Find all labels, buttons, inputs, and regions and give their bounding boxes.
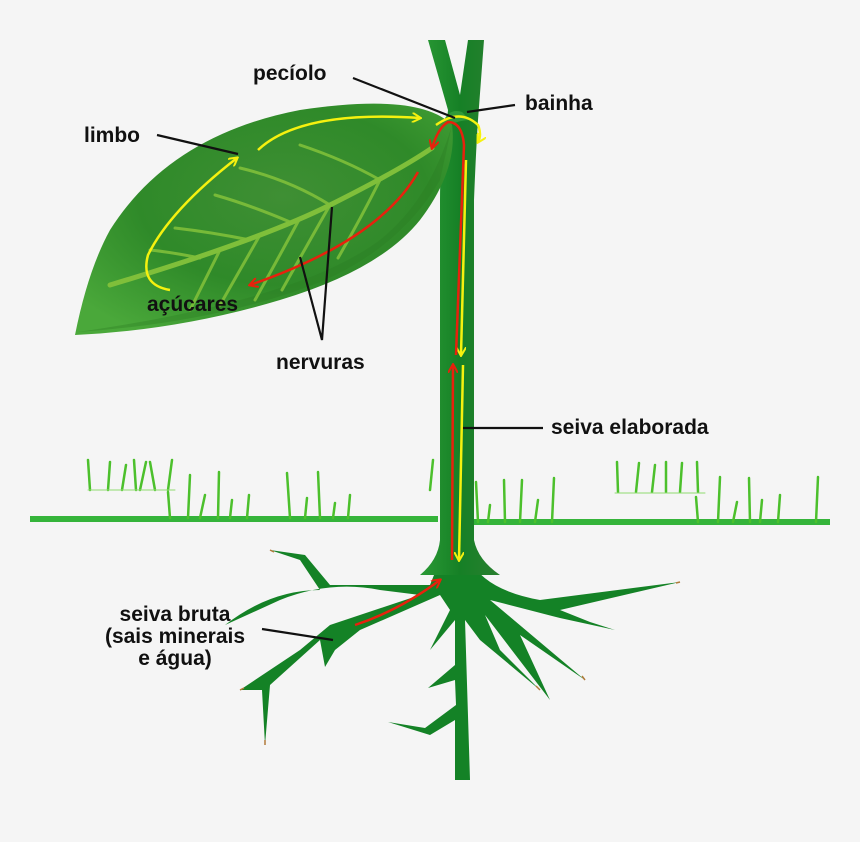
label-seiva-elaborada: seiva elaborada	[551, 416, 709, 439]
leader-peciolo	[352, 76, 456, 120]
leader-seiva-bruta	[261, 627, 334, 642]
leader-lines	[156, 76, 543, 642]
leader-bainha	[466, 103, 516, 114]
label-nervuras: nervuras	[276, 351, 365, 374]
leader-limbo	[156, 133, 239, 156]
grass	[86, 458, 820, 524]
label-seiva-bruta-line3: e água)	[138, 647, 212, 670]
roots	[225, 550, 680, 780]
label-peciolo: pecíolo	[253, 62, 327, 85]
label-acucares: açúcares	[147, 293, 239, 316]
label-seiva-bruta-line1: seiva bruta	[119, 603, 231, 626]
leaf	[75, 103, 453, 335]
seiva-elaborada-flow	[145, 117, 480, 561]
leader-nervuras	[298, 206, 334, 341]
root-hair-tips	[239, 549, 681, 745]
soil-line	[30, 516, 830, 525]
label-limbo: limbo	[84, 124, 140, 147]
label-seiva-bruta-line2: (sais minerais	[104, 625, 246, 648]
seiva-bruta-flow	[250, 120, 466, 627]
label-bainha: bainha	[525, 92, 593, 115]
label-seiva-bruta: seiva bruta (sais minerais e água)	[80, 604, 270, 670]
